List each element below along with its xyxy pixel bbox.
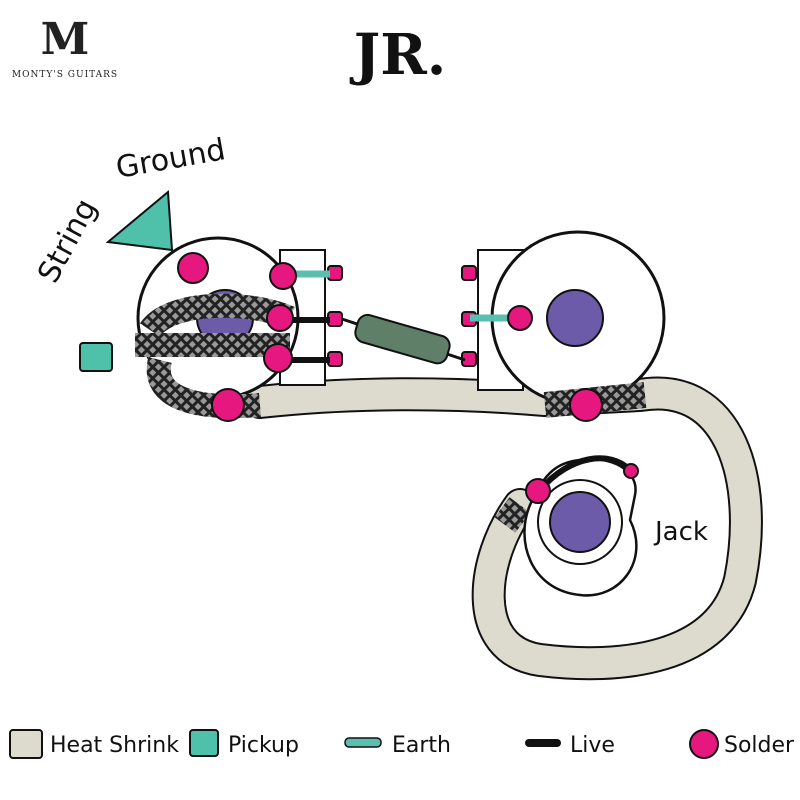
- logo-text: MONTY'S GUITARS: [11, 70, 119, 80]
- right-pot-shaft: [546, 289, 604, 347]
- legend-live-swatch: [525, 739, 561, 747]
- legend-heat-shrink-label: Heat Shrink: [50, 733, 179, 758]
- logo-mark: M: [40, 14, 90, 65]
- pickup: [79, 342, 113, 372]
- jack-shaft: [549, 491, 611, 553]
- legend-live-label: Live: [570, 733, 615, 758]
- legend-earth-label: Earth: [392, 733, 451, 758]
- legend: Heat Shrink Pickup Earth Live Solder: [9, 729, 795, 759]
- legend-earth-swatch: [344, 737, 382, 748]
- legend-heat-shrink-swatch: [9, 729, 43, 759]
- string-label: String: [31, 193, 104, 288]
- string-ground-wire: [105, 189, 174, 252]
- montys-guitars-logo: M MONTY'S GUITARS: [10, 10, 120, 95]
- ground-label: Ground: [113, 132, 228, 186]
- jack-label: Jack: [653, 517, 708, 547]
- jack-braid: [494, 497, 531, 533]
- live-wire: [537, 455, 633, 492]
- legend-pickup-swatch: [189, 729, 219, 757]
- legend-solder-label: Solder: [724, 733, 795, 758]
- legend-solder-swatch: [689, 729, 719, 759]
- legend-pickup-label: Pickup: [228, 733, 299, 758]
- capacitor: [354, 313, 451, 365]
- solder-points: [177, 252, 639, 504]
- diagram-title: JR.: [353, 22, 447, 88]
